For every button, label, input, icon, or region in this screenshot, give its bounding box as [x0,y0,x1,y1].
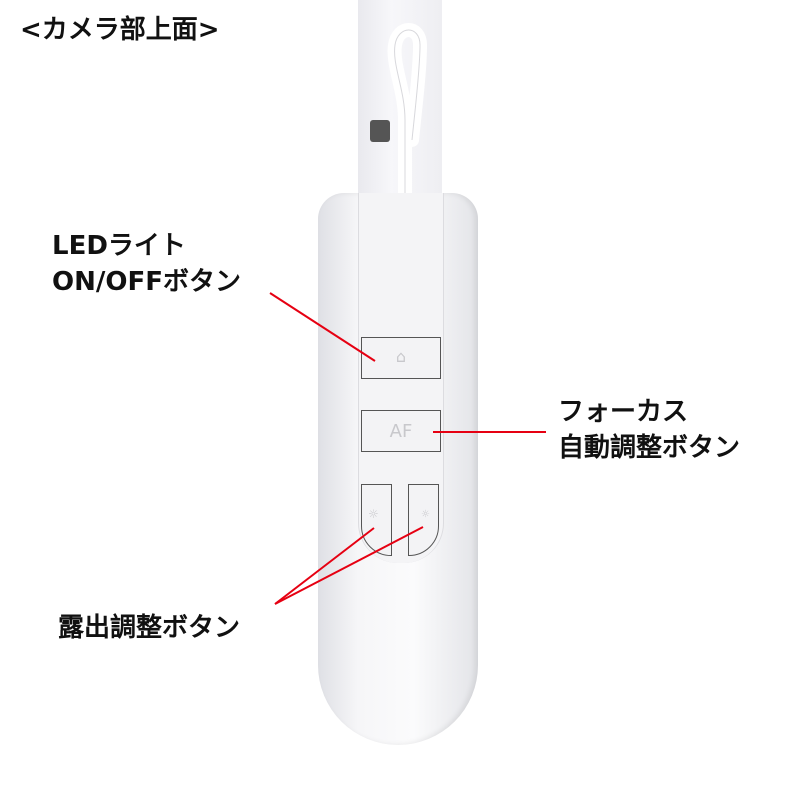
callout-line-exposure-left [274,527,375,605]
brightness-icon: ☼ [421,509,430,520]
af-icon: AF [389,421,413,442]
light-bulb-icon: ⌂ [395,347,407,366]
callout-line-exposure-right [274,526,424,605]
brightness-icon: ☼ [368,507,379,521]
page-title: <カメラ部上面> [20,15,220,45]
callout-line-led [269,292,376,362]
led-light-button[interactable]: ⌂ [361,337,441,379]
led-button-label: LEDライト ON/OFFボタン [52,231,241,297]
exposure-down-button[interactable]: ☼ [361,484,392,556]
exposure-button-label: 露出調整ボタン [58,613,241,643]
focus-button-label: フォーカス 自動調整ボタン [558,397,741,463]
